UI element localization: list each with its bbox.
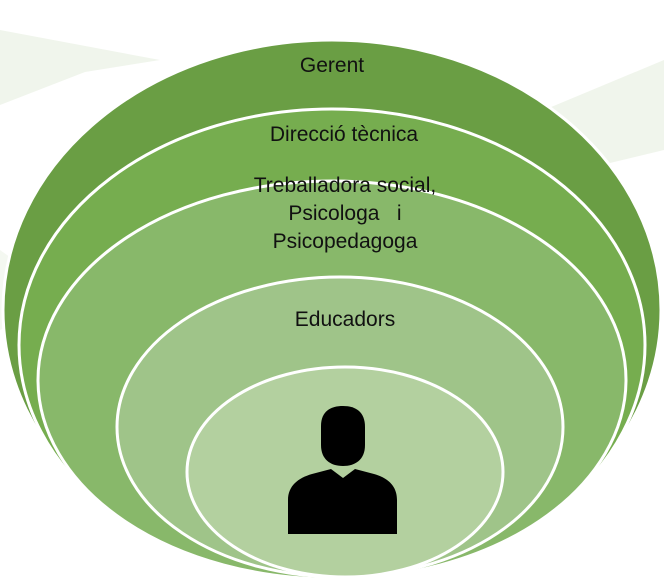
label-educadors: Educadors — [295, 308, 395, 331]
watermark-shape-left — [0, 30, 160, 105]
person-icon — [288, 406, 397, 534]
label-gerent: Gerent — [300, 54, 364, 77]
label-direccio-tecnica: Direcció tècnica — [270, 123, 419, 146]
label-treballadora-line-3: Psicopedagoga — [273, 230, 418, 253]
person-icon-head — [321, 406, 365, 466]
layer-center-circle — [185, 365, 505, 579]
label-treballadora-line-2: Psicologa i — [288, 202, 401, 225]
label-treballadora-line-1: Treballadora social, — [254, 174, 436, 197]
person-icon-body — [288, 469, 397, 534]
